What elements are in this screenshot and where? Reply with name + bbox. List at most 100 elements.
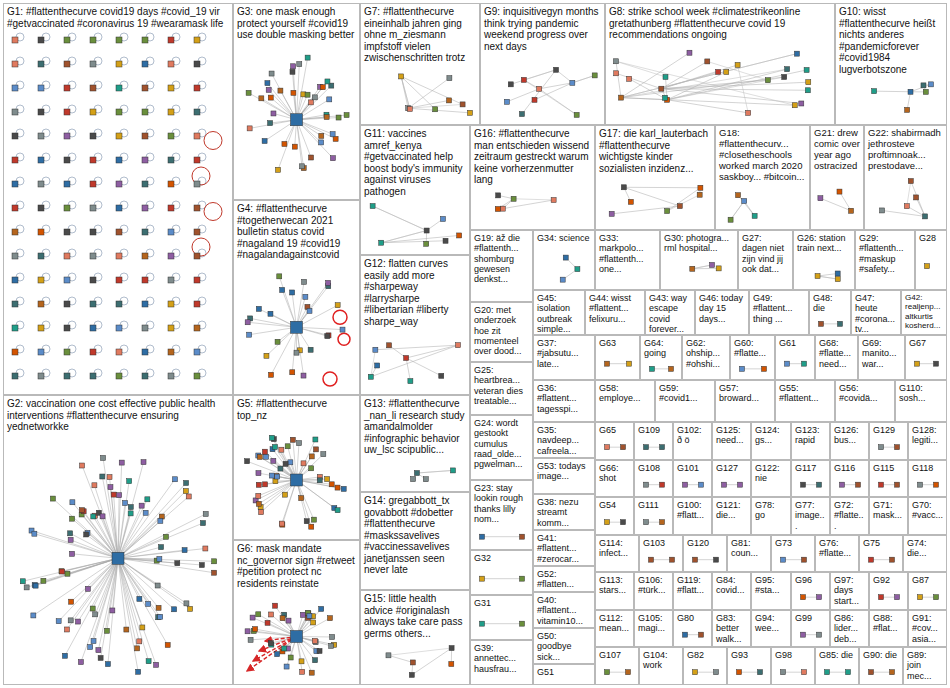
- network-vertex: [399, 74, 404, 79]
- network-edge: [282, 480, 296, 525]
- network-vertex: [269, 435, 274, 440]
- network-vertex: [805, 88, 810, 93]
- group-label: G33: markpolo... #flattenth... one...: [599, 233, 656, 274]
- group-box: G83: better walk...: [712, 610, 751, 647]
- network-edge: [118, 558, 214, 572]
- network-vertex: [309, 454, 314, 459]
- group-box: G70: #vacc...: [908, 497, 947, 535]
- network-vertex: [200, 521, 205, 526]
- network-edge: [572, 75, 594, 82]
- network-vertex: [317, 478, 322, 483]
- network-vertex: [313, 437, 318, 442]
- network-vertex: [467, 110, 472, 115]
- network-vertex: [835, 277, 840, 282]
- network-edge: [247, 637, 297, 672]
- network-edge: [667, 77, 784, 100]
- group-box: G105: magi...: [634, 610, 673, 647]
- network-vertex: [379, 240, 384, 245]
- network-edge: [818, 276, 838, 279]
- network-edge: [253, 637, 297, 662]
- group-box: G57: broward...: [715, 380, 775, 422]
- network-vertex: [605, 670, 610, 675]
- network-vertex: [277, 274, 282, 279]
- network-vertex: [38, 253, 44, 259]
- group-label: G62: ohship... #ohshi...: [686, 338, 726, 369]
- group-box: G37: #jabsutu... late...: [533, 335, 595, 380]
- network-edge: [667, 100, 748, 113]
- network-edge: [738, 65, 749, 113]
- network-vertex: [275, 652, 280, 657]
- group-box: G126: bus...: [830, 422, 869, 460]
- network-vertex: [127, 479, 132, 484]
- group-label: G116: [834, 463, 865, 473]
- group-label: G120: [687, 538, 723, 548]
- group-label: G94: wee...: [755, 613, 787, 634]
- group-label: G111: [638, 500, 669, 510]
- group-label: G121: die...: [716, 500, 747, 521]
- group-label: G113: stars...: [599, 575, 630, 596]
- network-vertex: [159, 545, 164, 550]
- network-vertex: [105, 662, 110, 667]
- group-label: G55: #flattent...: [779, 383, 831, 404]
- network-vertex: [605, 520, 610, 525]
- group-box: G127: [712, 460, 751, 497]
- network-vertex: [330, 132, 335, 137]
- network-edge: [292, 72, 296, 120]
- group-label: G31: [474, 598, 529, 608]
- network-edge: [401, 76, 435, 109]
- network-vertex: [90, 301, 96, 307]
- network-edge: [72, 519, 118, 559]
- network-vertex: [116, 37, 122, 43]
- network-edge: [916, 197, 925, 216]
- network-vertex: [100, 474, 105, 479]
- network-vertex: [137, 596, 142, 601]
- network-vertex: [90, 325, 96, 331]
- group-box: G7: #flattenthecurve eineinhalb jahren g…: [360, 3, 480, 125]
- network-vertex: [291, 474, 303, 486]
- network-vertex: [142, 109, 148, 115]
- group-label: G127: [716, 463, 747, 473]
- network-edge: [381, 235, 459, 242]
- network-vertex: [282, 646, 287, 651]
- network-vertex: [12, 37, 18, 43]
- group-box: G84: covid...: [712, 572, 751, 610]
- group-label: G17: die karl_lauterbach #flattenthecurv…: [599, 128, 711, 174]
- network-edge: [118, 558, 160, 617]
- network-vertex: [184, 480, 189, 485]
- network-vertex: [168, 325, 174, 331]
- network-vertex: [660, 482, 665, 487]
- network-vertex: [433, 107, 438, 112]
- network-vertex: [500, 206, 505, 211]
- group-label: G91: #cov... asia...: [912, 613, 943, 644]
- network-vertex: [511, 196, 516, 201]
- group-label: G21: drew comic over year ago ostracized: [814, 128, 860, 172]
- group-box: G33: markpolo... #flattenth... one...: [595, 230, 660, 290]
- network-vertex: [387, 343, 392, 348]
- group-box: G5: #flattenthecurve top_nz: [233, 395, 360, 540]
- network-vertex: [309, 155, 314, 160]
- network-vertex: [110, 608, 115, 613]
- network-vertex: [38, 325, 44, 331]
- network-edge: [871, 559, 892, 560]
- group-label: G56: #covidä...: [839, 383, 891, 404]
- network-edge: [118, 499, 147, 558]
- network-vertex: [64, 61, 70, 67]
- network-vertex: [142, 229, 148, 235]
- network-vertex: [341, 486, 346, 491]
- network-edge: [783, 672, 804, 673]
- group-label: G99: [795, 613, 826, 623]
- network-vertex: [690, 266, 695, 271]
- network-vertex: [312, 95, 317, 100]
- group-box: G117: [791, 460, 830, 497]
- network-vertex: [259, 96, 264, 101]
- group-label: G73: [775, 538, 811, 548]
- network-vertex: [440, 216, 445, 221]
- network-vertex: [116, 349, 122, 355]
- network-vertex: [269, 612, 274, 617]
- network-vertex: [75, 619, 80, 624]
- network-vertex: [262, 449, 267, 454]
- network-vertex: [300, 612, 305, 617]
- network-vertex: [116, 373, 122, 379]
- network-edge: [408, 78, 449, 108]
- network-vertex: [259, 510, 264, 515]
